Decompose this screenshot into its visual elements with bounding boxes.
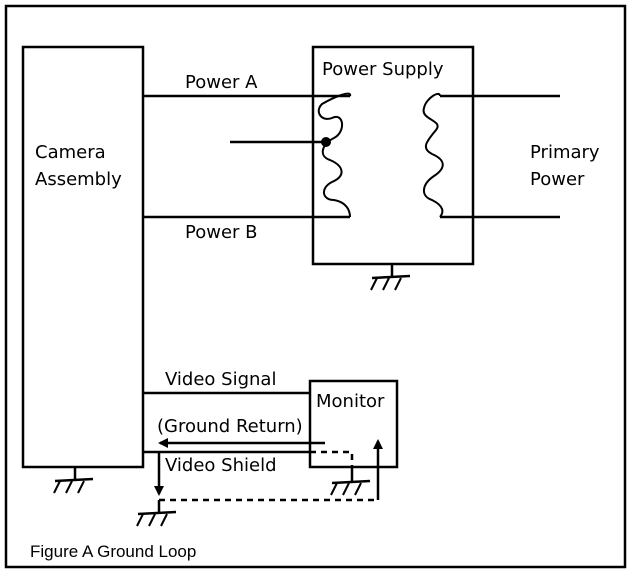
power-b-label: Power B: [185, 222, 258, 243]
earth-ground-symbol: [136, 500, 177, 527]
primary-label-line1: Primary: [530, 142, 600, 163]
camera-label-line2: Assembly: [35, 169, 122, 190]
secondary-coil: [317, 92, 352, 218]
monitor-ground-symbol: [330, 470, 371, 496]
video-signal-label: Video Signal: [165, 369, 276, 390]
center-tap-dot: [321, 137, 331, 147]
monitor-box: [308, 379, 399, 469]
monitor-label: Monitor: [316, 391, 385, 412]
power-a-label: Power A: [185, 72, 258, 93]
video-shield-dashed: [310, 450, 354, 470]
power-supply-ground-symbol: [370, 264, 411, 291]
power-supply-label: Power Supply: [322, 59, 444, 80]
primary-label-line2: Power: [530, 169, 585, 190]
video-shield-label: Video Shield: [165, 455, 277, 476]
camera-ground-symbol: [53, 467, 94, 494]
figure-caption: Figure A Ground Loop: [30, 542, 196, 561]
camera-assembly-box: [21, 45, 145, 469]
outer-frame: [4, 4, 627, 569]
ground-return-label: (Ground Return): [157, 416, 303, 437]
primary-coil: [422, 92, 444, 218]
camera-label-line1: Camera: [35, 142, 106, 163]
